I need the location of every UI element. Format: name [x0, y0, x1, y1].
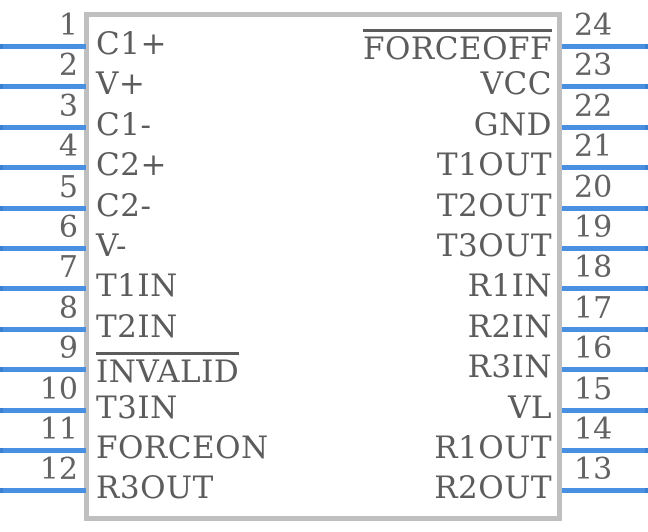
pin-label-text: VL	[508, 389, 552, 426]
pin-number-12: 12	[39, 452, 78, 488]
pin-number-5: 5	[58, 169, 78, 205]
pin-label-text: V-	[96, 228, 128, 264]
pin-label-text: R2IN	[467, 308, 552, 345]
pin-label-V: V-	[96, 231, 127, 262]
pin-label-VCC: VCC	[481, 69, 552, 100]
pin-label-T1OUT: T1OUT	[437, 150, 552, 181]
pin-label-C1: C1+	[96, 29, 167, 60]
pin-number-20: 20	[574, 169, 613, 205]
pin-label-V: V+	[96, 69, 145, 100]
pin-label-text: FORCEOFF	[362, 29, 552, 67]
pin-wire-6[interactable]	[0, 246, 86, 251]
pin-label-R1IN: R1IN	[468, 271, 552, 302]
pin-number-10: 10	[39, 371, 78, 407]
pin-label-R3IN: R3IN	[468, 352, 552, 383]
pin-number-7: 7	[58, 250, 78, 286]
pin-number-14: 14	[574, 412, 613, 447]
pin-label-C2: C2-	[96, 187, 152, 224]
pin-wire-1[interactable]	[0, 44, 86, 49]
pin-label-T2IN: T2IN	[96, 308, 178, 345]
pin-label-VL: VL	[508, 389, 552, 426]
pin-label-text: T1IN	[96, 268, 178, 305]
pin-number-8: 8	[58, 290, 78, 326]
pin-wire-16[interactable]	[562, 367, 648, 373]
pin-label-INVALID: INVALID	[96, 352, 240, 391]
pin-number-22: 22	[574, 88, 613, 124]
pin-number-18: 18	[574, 250, 613, 286]
pin-wire-9[interactable]	[0, 367, 86, 373]
pin-number-24: 24	[574, 8, 613, 43]
pin-wire-19[interactable]	[562, 246, 648, 251]
pin-label-C1: C1-	[96, 106, 152, 143]
pin-number-23: 23	[574, 48, 613, 84]
pin-label-T3IN: T3IN	[96, 389, 178, 426]
pin-wire-4[interactable]	[0, 165, 86, 171]
pin-label-text: C1+	[96, 26, 167, 62]
pin-label-text: R2OUT	[434, 470, 552, 507]
pin-label-text: C2-	[96, 187, 152, 224]
pin-wire-5[interactable]	[0, 205, 86, 211]
component-body-outline	[84, 12, 562, 521]
pin-number-4: 4	[58, 129, 78, 165]
pin-wire-13[interactable]	[562, 488, 648, 494]
pin-label-text: FORCEON	[96, 430, 269, 466]
pin-number-17: 17	[574, 290, 613, 326]
pin-label-FORCEON: FORCEON	[96, 433, 269, 464]
pin-wire-10[interactable]	[0, 407, 86, 413]
pin-number-1: 1	[58, 8, 78, 43]
pin-label-R2IN: R2IN	[467, 308, 552, 345]
pin-label-text: T3IN	[96, 389, 178, 426]
pin-label-text: INVALID	[96, 352, 240, 391]
pin-wire-3[interactable]	[0, 124, 86, 130]
pin-wire-7[interactable]	[0, 286, 86, 292]
pin-number-15: 15	[574, 371, 613, 407]
pin-wire-11[interactable]	[0, 448, 86, 453]
pin-label-text: V+	[96, 66, 146, 103]
pin-wire-18[interactable]	[562, 286, 648, 292]
pin-label-R3OUT: R3OUT	[96, 473, 214, 504]
pin-label-text: T2IN	[96, 308, 178, 345]
pin-label-text: R3OUT	[96, 470, 214, 507]
pin-label-text: T3OUT	[436, 228, 552, 264]
pin-label-text: T2OUT	[436, 187, 552, 224]
pin-number-21: 21	[574, 129, 613, 165]
pin-label-T1IN: T1IN	[96, 271, 178, 302]
pin-wire-22[interactable]	[562, 124, 648, 130]
pin-wire-24[interactable]	[562, 44, 648, 49]
pin-label-C2: C2+	[96, 150, 167, 181]
pin-number-3: 3	[58, 88, 78, 124]
pin-number-9: 9	[58, 331, 78, 367]
pin-label-text: R1OUT	[434, 430, 552, 466]
pin-wire-2[interactable]	[0, 84, 86, 90]
pin-label-GND: GND	[473, 106, 552, 143]
pin-label-text: R1IN	[467, 268, 552, 305]
pin-number-19: 19	[574, 210, 613, 245]
pin-label-T2OUT: T2OUT	[436, 187, 552, 224]
pin-wire-12[interactable]	[0, 488, 86, 494]
pin-number-16: 16	[574, 331, 613, 367]
pin-number-6: 6	[58, 210, 78, 245]
pin-wire-20[interactable]	[562, 205, 648, 211]
pin-wire-15[interactable]	[562, 407, 648, 413]
pin-label-text: C1-	[96, 106, 152, 143]
pin-wire-8[interactable]	[0, 326, 86, 332]
pin-number-2: 2	[58, 48, 78, 84]
pin-number-13: 13	[574, 452, 613, 488]
pin-wire-17[interactable]	[562, 326, 648, 332]
pin-wire-23[interactable]	[562, 84, 648, 90]
pin-label-T3OUT: T3OUT	[437, 231, 552, 262]
pin-label-R1OUT: R1OUT	[434, 433, 552, 464]
pin-wire-14[interactable]	[562, 448, 648, 453]
pin-label-text: R3IN	[467, 349, 552, 386]
pin-label-FORCEOFF: FORCEOFF	[362, 29, 552, 67]
pin-label-text: C2+	[96, 147, 167, 184]
pin-wire-21[interactable]	[562, 165, 648, 171]
pin-label-text: GND	[473, 106, 552, 143]
pin-label-text: T1OUT	[436, 147, 552, 184]
pin-label-R2OUT: R2OUT	[434, 473, 552, 504]
pin-number-11: 11	[39, 412, 78, 447]
pin-label-text: VCC	[480, 66, 552, 103]
